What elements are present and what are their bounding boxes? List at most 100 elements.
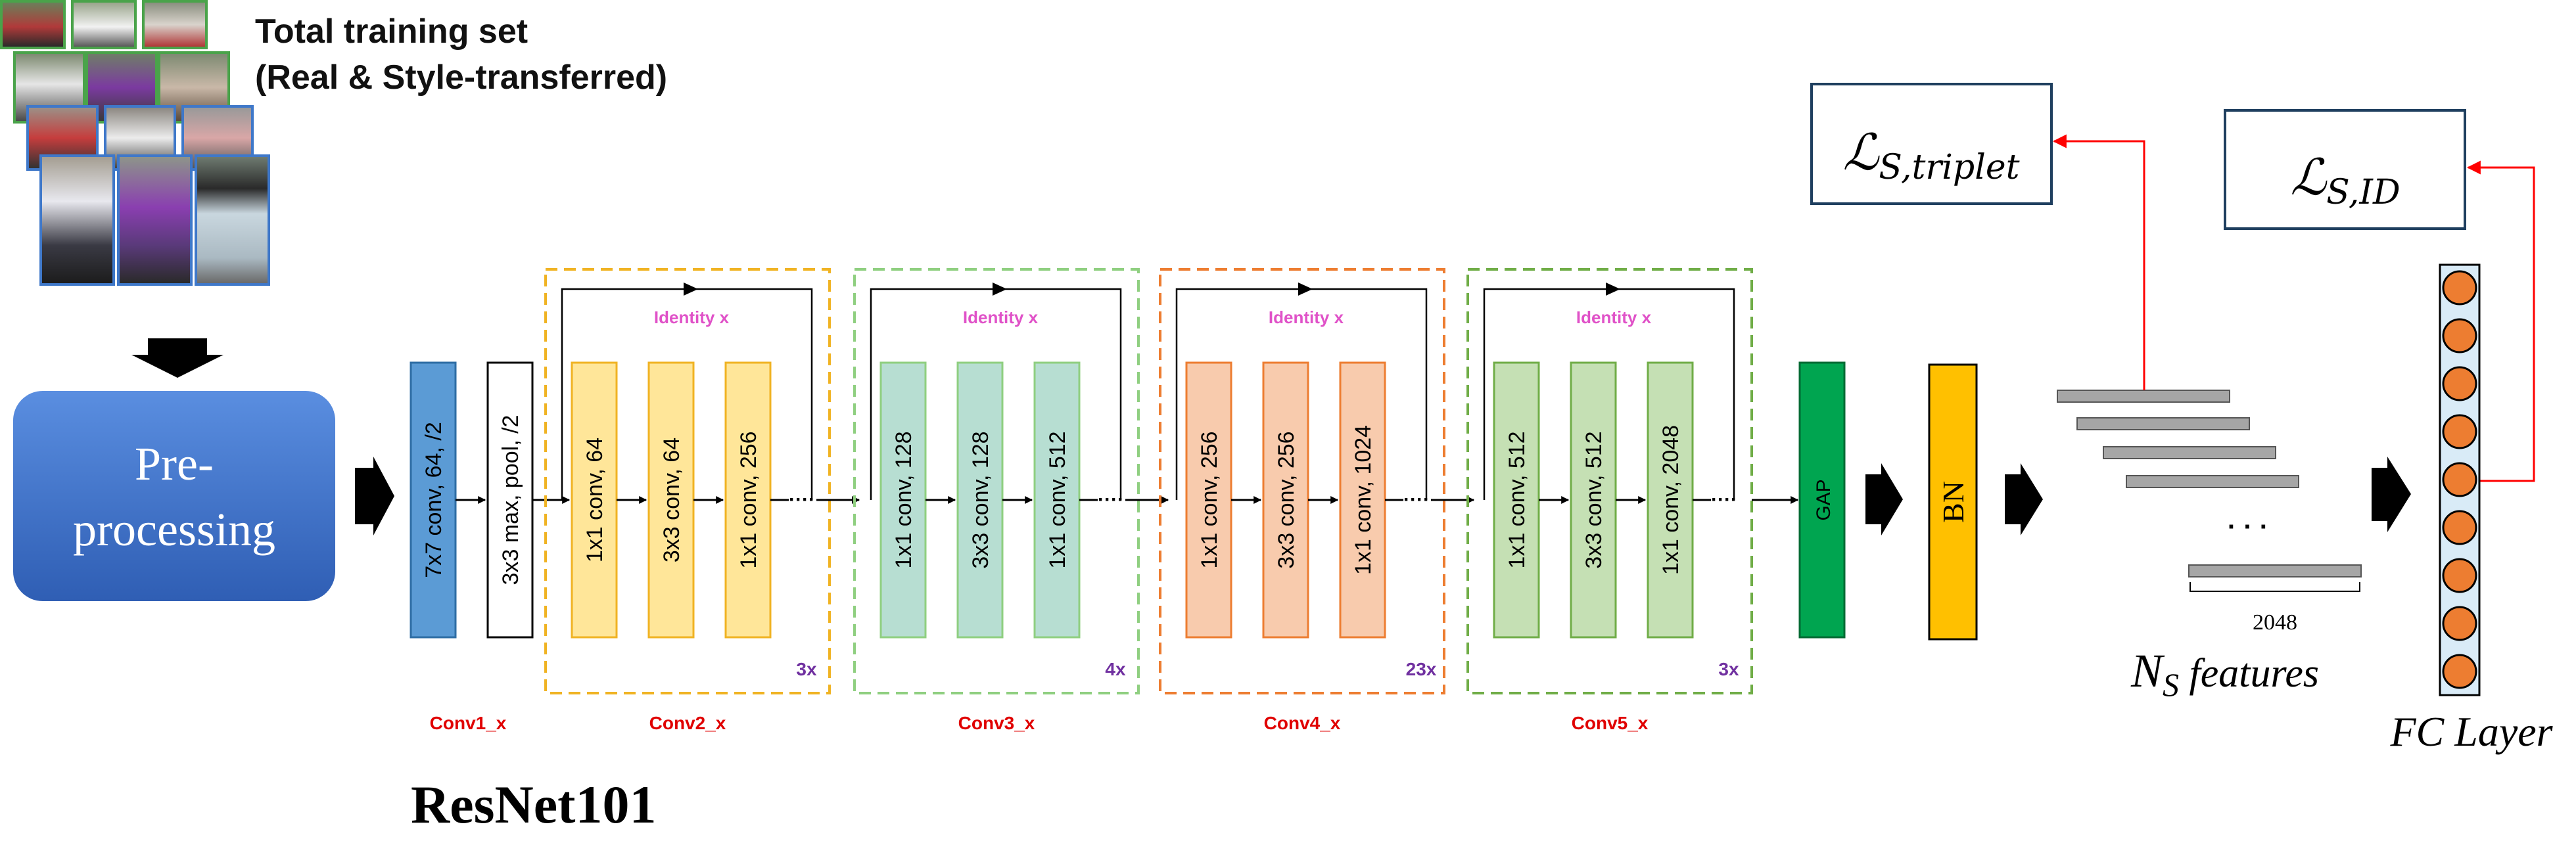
fc-node <box>2442 270 2477 306</box>
resnet-stages: Identity x 1x1 conv, 64 3x3 conv, 64 1x1 co… <box>544 268 1753 733</box>
triplet-loss-box <box>1810 83 2053 205</box>
stage-frame <box>853 268 1140 694</box>
fc-node <box>2442 414 2477 449</box>
gap-label: GAP <box>1813 479 1835 520</box>
preprocessing-label-line2: processing <box>73 503 275 556</box>
person-image <box>117 154 193 286</box>
triplet-loss-arrow <box>2052 134 2145 390</box>
feature-bar <box>2126 475 2299 488</box>
conv1-block-maxpool-label: 3x3 max, pool, /2 <box>498 415 523 585</box>
conv-block <box>1339 361 1386 639</box>
preprocessing-box <box>13 391 335 601</box>
fc-node <box>2442 558 2477 593</box>
conv-block-label: 3x3 conv, 128 <box>968 431 993 568</box>
feature-bar <box>2076 417 2250 430</box>
conv-block-label: 3x3 conv, 512 <box>1581 431 1606 568</box>
continuation-dots: ···· <box>1403 489 1430 510</box>
training-set-title: Total training set <box>255 12 528 51</box>
conv-block-label: 1x1 conv, 512 <box>1505 431 1530 568</box>
fc-node <box>2442 318 2477 353</box>
conv-block <box>571 361 618 639</box>
conv-block <box>1185 361 1232 639</box>
conv-block <box>1493 361 1540 639</box>
fc-node <box>2442 510 2477 545</box>
stage-frame <box>544 268 831 694</box>
continuation-dots: ···· <box>1711 489 1737 510</box>
flow-arrow-icon <box>2005 463 2043 535</box>
conv-block-label: 1x1 conv, 256 <box>1197 431 1222 568</box>
stage-label: Conv4_x <box>1264 713 1341 733</box>
identity-arrow-icon <box>684 283 698 296</box>
continuation-dots: ···· <box>789 489 815 510</box>
stage-3: Identity x 1x1 conv, 128 3x3 conv, 128 1x1 … <box>853 268 1169 733</box>
conv1-block-7x7 <box>410 361 457 639</box>
feature-ellipsis: · · · <box>2228 512 2268 541</box>
preprocessing-label-line1: Pre- <box>135 438 214 490</box>
identity-arrow-icon <box>993 283 1007 296</box>
repeat-count: 3x <box>796 659 817 679</box>
repeat-count: 3x <box>1718 659 1739 679</box>
stage-frame <box>1159 268 1445 694</box>
fc-nodes <box>2442 270 2477 689</box>
bn-block <box>1928 363 1978 641</box>
fc-node <box>2442 366 2477 401</box>
conv-block <box>956 361 1004 639</box>
flow-arrow-icon <box>2372 457 2411 532</box>
stage-label: Conv3_x <box>958 713 1035 733</box>
fc-node <box>2442 462 2477 497</box>
conv-block-label: 1x1 conv, 128 <box>891 431 916 568</box>
conv1-block-7x7-label: 7x7 conv, 64, /2 <box>421 422 446 578</box>
person-image <box>0 0 66 49</box>
conv-block-label: 3x3 conv, 256 <box>1274 431 1299 568</box>
stage-label: Conv5_x <box>1572 713 1649 733</box>
feature-bar <box>2057 390 2230 403</box>
identity-arrow-icon <box>1298 283 1313 296</box>
stage-2: Identity x 1x1 conv, 64 3x3 conv, 64 1x1 co… <box>544 268 860 733</box>
conv-block-label: 1x1 conv, 2048 <box>1658 425 1683 575</box>
conv1-block-maxpool <box>486 361 534 639</box>
identity-label: Identity x <box>1269 307 1344 327</box>
conv1-label: Conv1_x <box>430 713 507 733</box>
stage-label: Conv2_x <box>649 713 726 733</box>
feature-bar <box>2188 564 2362 577</box>
conv-block-label: 1x1 conv, 64 <box>582 438 607 562</box>
conv-block <box>1570 361 1617 639</box>
id-loss-box <box>2224 109 2466 230</box>
bn-label: BN <box>1936 481 1970 523</box>
identity-label: Identity x <box>963 307 1039 327</box>
person-image <box>39 154 115 286</box>
person-image <box>71 0 137 49</box>
conv-block-label: 3x3 conv, 64 <box>659 438 684 562</box>
fc-layer-label: FC Layer <box>2389 708 2553 755</box>
id-loss-label: ℒS,ID <box>2290 148 2400 212</box>
id-loss-arrow <box>2466 160 2535 482</box>
stage-4: Identity x 1x1 conv, 256 3x3 conv, 256 1x1 … <box>1159 268 1475 733</box>
person-image <box>195 154 270 286</box>
stage-frame <box>1466 268 1753 694</box>
stage-5: Identity x 1x1 conv, 512 3x3 conv, 512 1x1 … <box>1466 268 1753 733</box>
feature-stack <box>2057 390 2362 577</box>
feature-dimension: 2048 <box>2253 610 2297 635</box>
conv-block <box>879 361 927 639</box>
identity-label: Identity x <box>1576 307 1652 327</box>
gap-block <box>1798 361 1846 639</box>
network-title: ResNet101 <box>411 775 656 834</box>
identity-label: Identity x <box>654 307 730 327</box>
continuation-dots: ···· <box>1098 489 1124 510</box>
conv-block <box>1262 361 1309 639</box>
conv-block-label: 1x1 conv, 512 <box>1045 431 1070 568</box>
flow-arrow-icon <box>1865 463 1903 535</box>
repeat-count: 23x <box>1406 659 1437 679</box>
conv-block-label: 1x1 conv, 256 <box>736 431 761 568</box>
flow-arrow-icon <box>355 457 394 535</box>
conv-block-label: 1x1 conv, 1024 <box>1351 425 1376 575</box>
feature-bar <box>2103 446 2276 459</box>
fc-node <box>2442 606 2477 641</box>
training-set-subtitle: (Real & Style-transferred) <box>255 58 668 97</box>
triplet-loss-label: ℒS,triplet <box>1842 123 2019 187</box>
down-arrow-icon <box>131 338 223 378</box>
features-label: NS features <box>2130 645 2319 703</box>
conv-block <box>724 361 772 639</box>
repeat-count: 4x <box>1105 659 1126 679</box>
person-image <box>142 0 208 49</box>
